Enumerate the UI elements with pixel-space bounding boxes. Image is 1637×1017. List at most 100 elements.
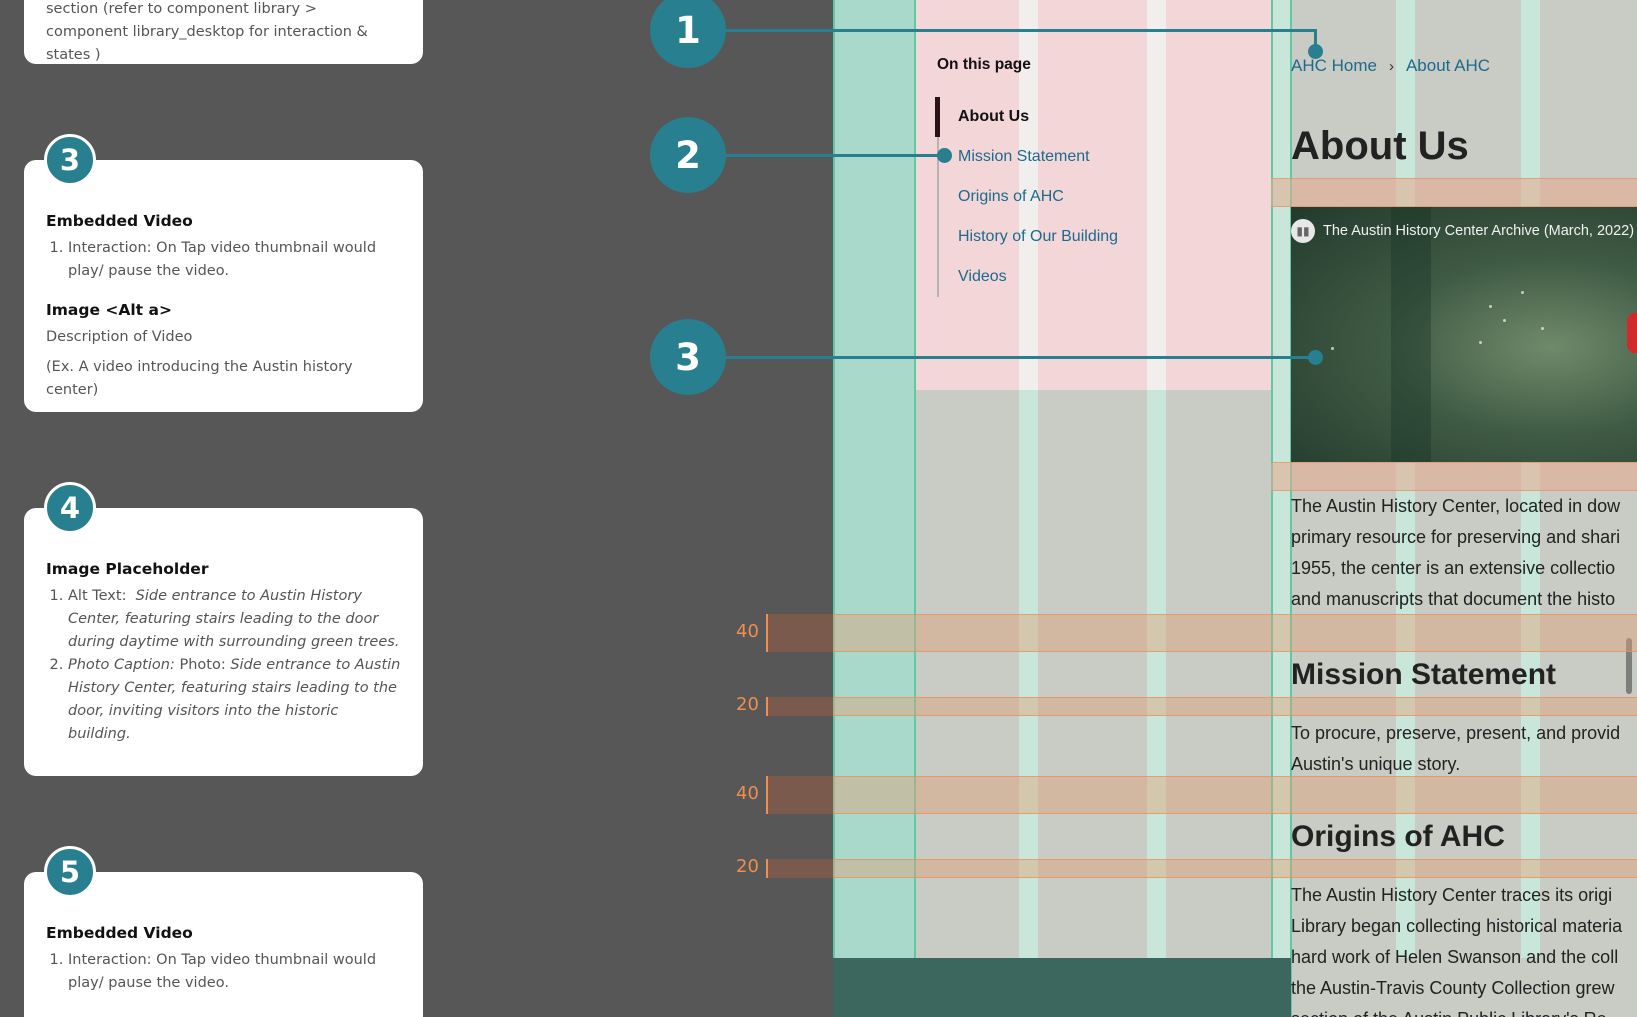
- embedded-video-thumbnail[interactable]: [1291, 207, 1637, 462]
- callout-dot: [1308, 44, 1323, 59]
- page-preview: On this page About Us Mission Statement …: [833, 0, 1637, 1017]
- alt-text-prefix: Alt Text:: [68, 588, 127, 604]
- on-this-page-item-about-us[interactable]: About Us: [958, 108, 1030, 125]
- video-speck: [1541, 327, 1544, 330]
- breadcrumb-separator: ›: [1388, 57, 1394, 75]
- section-heading-origins: Origins of AHC: [1291, 820, 1505, 853]
- caption-value: Side entrance to Austin History Center, …: [68, 657, 401, 742]
- video-speck: [1503, 319, 1506, 322]
- card-line: Description of Video: [46, 329, 193, 345]
- paragraph-line: The Austin History Center, located in do…: [1291, 496, 1621, 516]
- paragraph-line: hard work of Helen Swanson and the coll: [1291, 947, 1619, 967]
- callout-line: [1314, 29, 1317, 51]
- footer-overlay: [833, 958, 1291, 1017]
- gutter-overlay: [1019, 0, 1038, 390]
- grid-line: [1271, 0, 1273, 1017]
- spacing-band: [833, 614, 1637, 652]
- card-list: Interaction: On Tap video thumbnail woul…: [46, 237, 401, 283]
- card-list-item: Interaction: On Tap video thumbnail woul…: [68, 949, 401, 995]
- spacing-marker: [766, 697, 833, 716]
- card-list-item: Photo Caption: Photo: Side entrance to A…: [68, 654, 401, 746]
- annotation-card-2-partial: section (refer to component library > co…: [24, 0, 423, 64]
- active-indicator: [935, 97, 940, 137]
- mission-paragraph: To procure, preserve, present, and provi…: [1291, 718, 1637, 780]
- gutter-overlay: [1019, 390, 1038, 958]
- paragraph-line: Library began collecting historical mate…: [1291, 916, 1623, 936]
- on-this-page-item-videos[interactable]: Videos: [958, 268, 1007, 285]
- on-this-page-rail: [937, 97, 939, 297]
- spacing-marker: [766, 776, 833, 814]
- callout-line: [724, 154, 944, 157]
- card-badge: 5: [44, 846, 96, 898]
- annotation-card-5: 5 Embedded Video Interaction: On Tap vid…: [24, 846, 423, 1017]
- video-speck: [1479, 341, 1482, 344]
- paragraph-line: 1955, the center is an extensive collect…: [1291, 558, 1616, 578]
- video-shade: [1391, 207, 1431, 462]
- spacing-label: 40: [736, 621, 759, 642]
- video-play-button[interactable]: [1627, 313, 1637, 353]
- card-title: Image Placeholder: [46, 560, 209, 578]
- card-list-item: Alt Text: Side entrance to Austin Histor…: [68, 585, 401, 654]
- gutter-overlay: [1147, 390, 1166, 958]
- origins-paragraph: The Austin History Center traces its ori…: [1291, 880, 1637, 1017]
- scrollbar-thumb[interactable]: [1626, 638, 1632, 694]
- video-caption: ▮▮ The Austin History Center Archive (Ma…: [1291, 219, 1634, 243]
- alt-text-value: Side entrance to Austin History Center, …: [68, 588, 400, 650]
- page-title: About Us: [1291, 124, 1469, 168]
- card-badge: 4: [44, 482, 96, 534]
- on-this-page-item-mission[interactable]: Mission Statement: [958, 148, 1090, 165]
- spacing-overlay: [1271, 462, 1637, 491]
- spacing-band: [833, 776, 1637, 814]
- callout-dot: [937, 148, 952, 163]
- grid-line: [833, 0, 835, 1017]
- on-this-page-item-history[interactable]: History of Our Building: [958, 228, 1119, 245]
- card-subtitle: Image <Alt a>: [46, 301, 172, 319]
- margin-overlay: [833, 0, 914, 1017]
- spacing-band: [833, 697, 1637, 716]
- callout-marker-2: 2: [650, 117, 726, 193]
- card-list-item: Interaction: On Tap video thumbnail woul…: [68, 237, 401, 283]
- paragraph-line: the Austin-Travis County Collection grew: [1291, 978, 1615, 998]
- spacing-marker: [766, 859, 833, 878]
- card-line: (Ex. A video introducing the Austin hist…: [46, 359, 353, 398]
- caption-mid: Photo:: [179, 657, 226, 673]
- video-speck: [1521, 291, 1524, 294]
- callout-line: [724, 356, 1316, 359]
- section-heading-mission: Mission Statement: [1291, 658, 1557, 691]
- grid-line: [1290, 0, 1292, 1017]
- spacing-label: 40: [736, 783, 759, 804]
- paragraph-line: and manuscripts that document the histo: [1291, 589, 1616, 609]
- video-speck: [1331, 347, 1334, 350]
- breadcrumb-home[interactable]: AHC Home: [1291, 56, 1377, 75]
- paragraph-line: section of the Austin Public Library's R…: [1291, 1004, 1637, 1017]
- card-list: Alt Text: Side entrance to Austin Histor…: [46, 585, 401, 746]
- card-badge: 3: [44, 134, 96, 186]
- on-this-page-title: On this page: [937, 56, 1031, 73]
- paragraph-line: Austin's unique story.: [1291, 754, 1461, 774]
- sidebar-region-overlay: [914, 0, 1271, 390]
- video-speck: [1489, 305, 1492, 308]
- card-title: Embedded Video: [46, 924, 193, 942]
- paragraph-line: To procure, preserve, present, and provi…: [1291, 723, 1621, 743]
- spacing-band: [833, 859, 1637, 878]
- card-text-component-ref: section (refer to component library > co…: [46, 1, 368, 63]
- channel-avatar-icon: ▮▮: [1291, 219, 1315, 243]
- breadcrumb-current[interactable]: About AHC: [1405, 56, 1491, 75]
- callout-dot: [1308, 350, 1323, 365]
- card-list: Interaction: On Tap video thumbnail woul…: [46, 949, 401, 995]
- spacing-label: 20: [736, 856, 759, 877]
- spacing-label: 20: [736, 694, 759, 715]
- grid-line: [914, 0, 916, 1017]
- annotation-card-3: 3 Embedded Video Interaction: On Tap vid…: [24, 134, 423, 412]
- callout-line: [724, 29, 1316, 32]
- callout-marker-3: 3: [650, 319, 726, 395]
- video-caption-text: The Austin History Center Archive (March…: [1323, 223, 1635, 239]
- paragraph-line: primary resource for preserving and shar…: [1291, 527, 1621, 547]
- spacing-marker: [766, 614, 833, 652]
- callout-marker-1: 1: [650, 0, 726, 68]
- spacing-overlay: [1271, 178, 1637, 207]
- about-paragraph: The Austin History Center, located in do…: [1291, 491, 1637, 615]
- on-this-page-item-origins[interactable]: Origins of AHC: [958, 188, 1064, 205]
- caption-prefix: Photo Caption:: [68, 657, 175, 673]
- gutter-overlay: [1147, 0, 1166, 390]
